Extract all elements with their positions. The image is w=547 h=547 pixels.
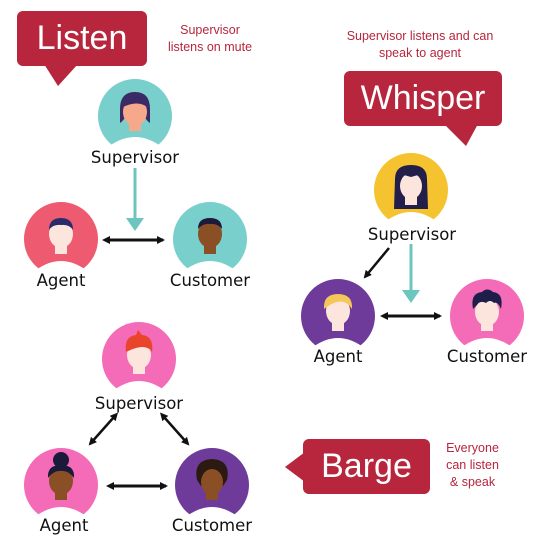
barge-title: Barge xyxy=(321,447,412,485)
whisper-supervisor-avatar-icon xyxy=(374,153,448,227)
whisper-note: Supervisor listens and can speak to agen… xyxy=(346,29,494,60)
listen-title: Listen xyxy=(36,19,128,57)
whisper-bubble-tail xyxy=(444,124,478,146)
whisper-customer-label: Customer xyxy=(446,347,528,366)
barge-supervisor-label: Supervisor xyxy=(94,394,184,413)
barge-supervisor-customer-arrow xyxy=(160,412,190,446)
whisper-title: Whisper xyxy=(360,79,486,117)
whisper-supervisor-agent-arrow xyxy=(363,247,390,279)
whisper-agent-label: Agent xyxy=(313,347,363,366)
whisper-title-bubble: Whisper xyxy=(344,71,502,126)
barge-title-bubble: Barge xyxy=(303,439,430,494)
listen-agent-avatar-icon xyxy=(24,202,98,276)
barge-supervisor-avatar-icon xyxy=(102,322,176,396)
listen-agent-label: Agent xyxy=(36,271,86,290)
whisper-agent-avatar-icon xyxy=(301,279,375,353)
listen-supervisor-avatar-icon xyxy=(98,79,172,153)
barge-agent-label: Agent xyxy=(39,516,89,535)
barge-bubble-tail xyxy=(285,452,305,482)
listen-supervisor-arrow xyxy=(126,168,144,231)
whisper-supervisor-label: Supervisor xyxy=(367,225,457,244)
barge-customer-avatar-icon xyxy=(175,448,249,522)
listen-customer-label: Customer xyxy=(169,271,251,290)
listen-customer-avatar-icon xyxy=(173,202,247,276)
barge-customer-label: Customer xyxy=(171,516,253,535)
listen-bubble-tail xyxy=(44,64,78,86)
whisper-customer-avatar-icon xyxy=(450,279,524,353)
listen-title-bubble: Listen xyxy=(17,11,147,66)
barge-agent-avatar-icon xyxy=(24,448,98,522)
listen-note: Supervisor listens on mute xyxy=(167,23,253,54)
whisper-supervisor-teal-arrow xyxy=(402,244,420,303)
barge-note: Everyone can listen & speak xyxy=(446,441,499,489)
listen-supervisor-label: Supervisor xyxy=(90,148,180,167)
barge-supervisor-agent-arrow xyxy=(88,412,118,446)
